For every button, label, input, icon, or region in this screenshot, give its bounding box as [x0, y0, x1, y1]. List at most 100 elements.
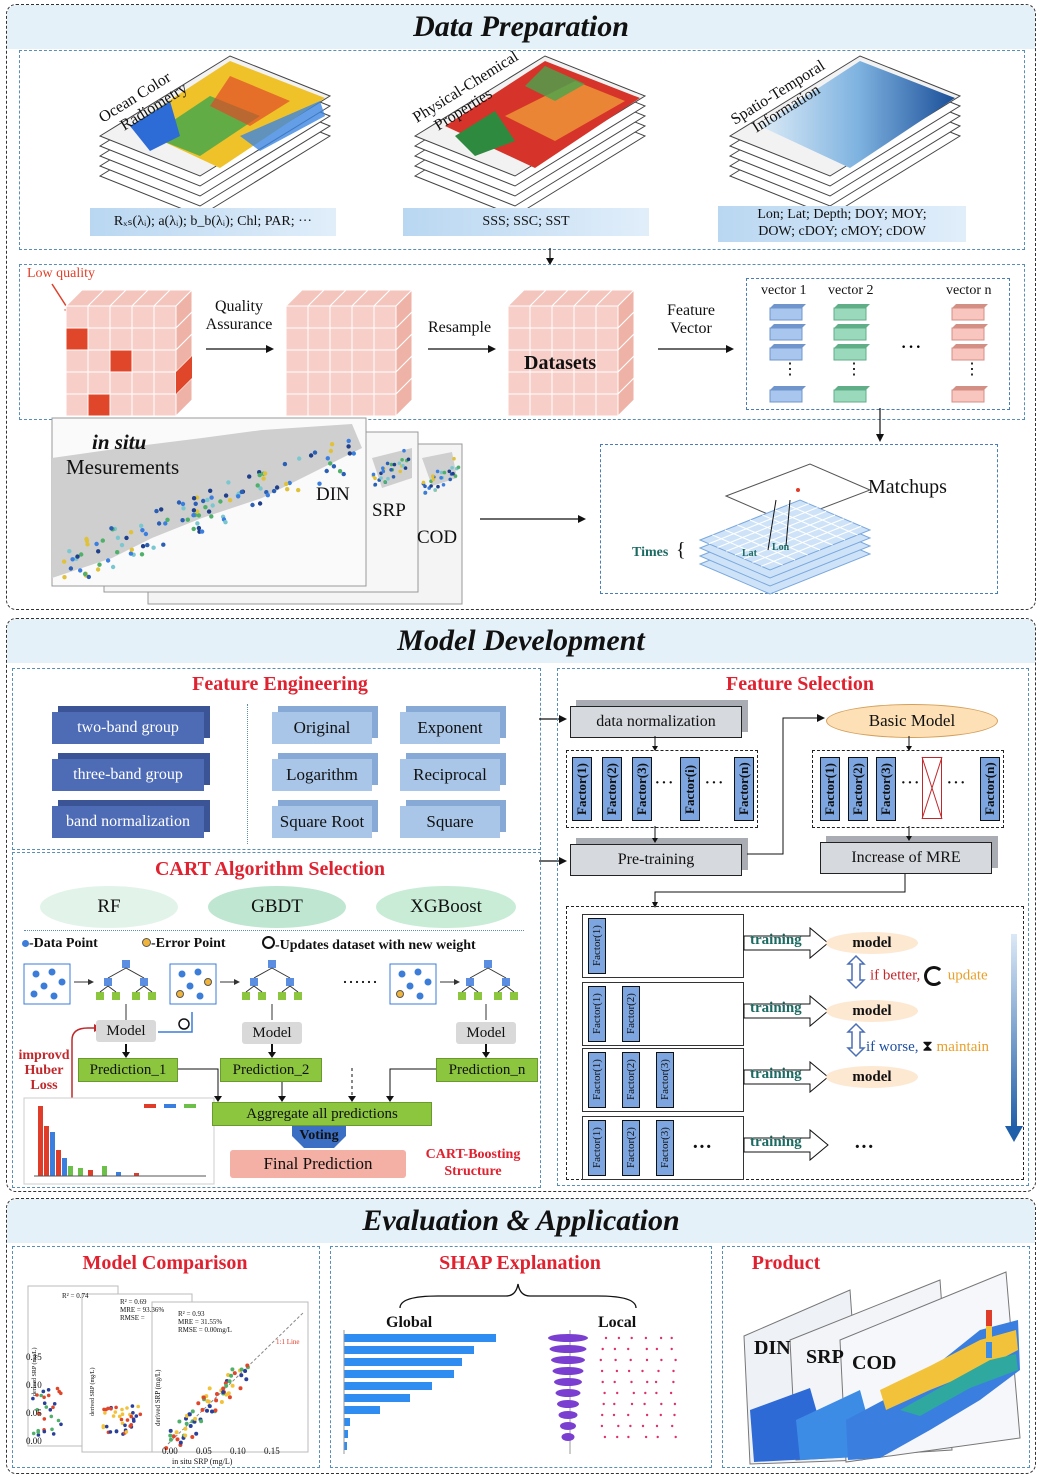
tree-leaf — [278, 992, 286, 1000]
training-factor: Factor(2) — [622, 986, 640, 1042]
training-factor: Factor(1) — [588, 986, 606, 1042]
insitu-point — [67, 549, 72, 554]
scatter-point — [229, 1373, 234, 1378]
insitu-point — [402, 448, 406, 453]
insitu-point — [398, 469, 403, 474]
shap-local-dot — [659, 1413, 662, 1417]
scatter-point — [131, 1411, 135, 1415]
pred1-to-agg — [176, 1068, 219, 1098]
vector-cell-top — [770, 386, 806, 390]
tree-node — [268, 960, 276, 968]
insitu-point — [381, 466, 385, 470]
aggregate-predictions: Aggregate all predictions — [212, 1102, 432, 1126]
arrow-feature-vector — [658, 345, 734, 353]
shap-local-dot — [672, 1369, 675, 1373]
insitu-point — [448, 477, 453, 482]
low-quality-label: Low quality — [27, 266, 96, 281]
scatter-point — [175, 1437, 180, 1442]
insitu-point — [96, 549, 101, 554]
cube-cell — [87, 305, 111, 329]
tree-edge — [461, 985, 471, 993]
insitu-point — [94, 541, 99, 547]
tree-leaf — [132, 992, 140, 1000]
scatter-point — [104, 1407, 108, 1412]
insitu-point — [346, 444, 351, 449]
data-point — [58, 978, 66, 986]
insitu-point — [95, 567, 101, 572]
scatter-point — [35, 1393, 39, 1397]
insitu-point — [435, 469, 440, 474]
vector-cell-top — [952, 304, 988, 308]
scatter-point — [59, 1391, 63, 1396]
removed-factor-line — [921, 756, 943, 820]
scatter-point — [184, 1421, 189, 1426]
cube-cell — [65, 349, 89, 373]
vector-cell — [769, 327, 803, 341]
tree-node — [250, 978, 258, 986]
insitu-point — [436, 484, 440, 489]
training-arrow — [743, 994, 829, 1028]
cube-cell — [507, 305, 531, 329]
if-better-text: if better, — [870, 967, 921, 984]
shap-local-dot — [615, 1369, 619, 1373]
insitu-point — [227, 498, 233, 503]
feature-vector-label-2: Vector — [670, 320, 712, 337]
insitu-point — [250, 502, 255, 508]
cube-cell — [573, 327, 597, 351]
vector-cell-top — [770, 304, 806, 308]
arrow-vector-to-matchups — [876, 408, 884, 442]
x-tick-label: 0.05 — [196, 1446, 212, 1456]
scatter-point — [183, 1433, 188, 1438]
insitu-point — [379, 476, 383, 480]
insitu-point — [191, 513, 196, 518]
insitu-point — [381, 469, 386, 474]
shap-local-dot — [644, 1336, 648, 1340]
histogram-bar — [56, 1150, 61, 1176]
vector-cell — [833, 347, 867, 361]
cube-cell — [65, 393, 89, 417]
scatter-point — [174, 1430, 179, 1435]
insitu-point — [452, 456, 456, 461]
matchup-grid-line — [774, 509, 846, 541]
feature-vector-label: Feature Vector — [660, 302, 722, 338]
scatter-point — [131, 1417, 136, 1421]
scatter-point — [46, 1388, 51, 1392]
group-two-band: two-band group — [52, 712, 204, 744]
cube-cell — [529, 327, 553, 351]
scatter-point — [226, 1373, 231, 1377]
spatiotemporal-vars-1: Lon; Lat; Depth; DOY; MOY; — [757, 207, 927, 222]
insitu-point — [391, 475, 396, 479]
vector-cell — [951, 327, 985, 341]
scatter-point — [201, 1395, 206, 1400]
insitu-point — [312, 450, 318, 455]
factor-ellipsis-2: ··· — [704, 772, 724, 794]
tree-edge — [281, 985, 291, 993]
spatiotemporal-map — [760, 61, 955, 168]
feature-selection-title: Feature Selection — [726, 673, 874, 695]
scatter-point — [108, 1430, 113, 1434]
insitu-point — [199, 529, 205, 534]
shap-global-bar — [344, 1346, 474, 1354]
model-comparison-title: Model Comparison — [82, 1252, 248, 1274]
cube-cell — [373, 393, 397, 417]
model-development-title: Model Development — [7, 619, 1035, 663]
tree-edge — [107, 985, 117, 993]
insitu-point — [226, 480, 231, 485]
cube-cell — [507, 327, 531, 351]
scatter-point — [232, 1371, 237, 1376]
insitu-point — [181, 506, 186, 511]
data-preparation-title: Data Preparation — [7, 5, 1035, 49]
histogram-bar — [68, 1166, 73, 1176]
insitu-point — [180, 518, 185, 523]
shap-local-dot — [630, 1380, 633, 1384]
tree-edge — [289, 985, 299, 993]
matchup-grid-line — [734, 514, 836, 556]
cube-cell — [351, 327, 375, 351]
shap-local-violin — [558, 1411, 578, 1419]
cube-cell — [595, 371, 619, 395]
error-point — [204, 978, 212, 986]
arrow-insitu-to-matchups — [480, 515, 586, 523]
training-row-ellipsis: ··· — [692, 1136, 713, 1158]
shap-local-dot — [669, 1391, 673, 1395]
huber-histogram — [23, 1097, 215, 1185]
